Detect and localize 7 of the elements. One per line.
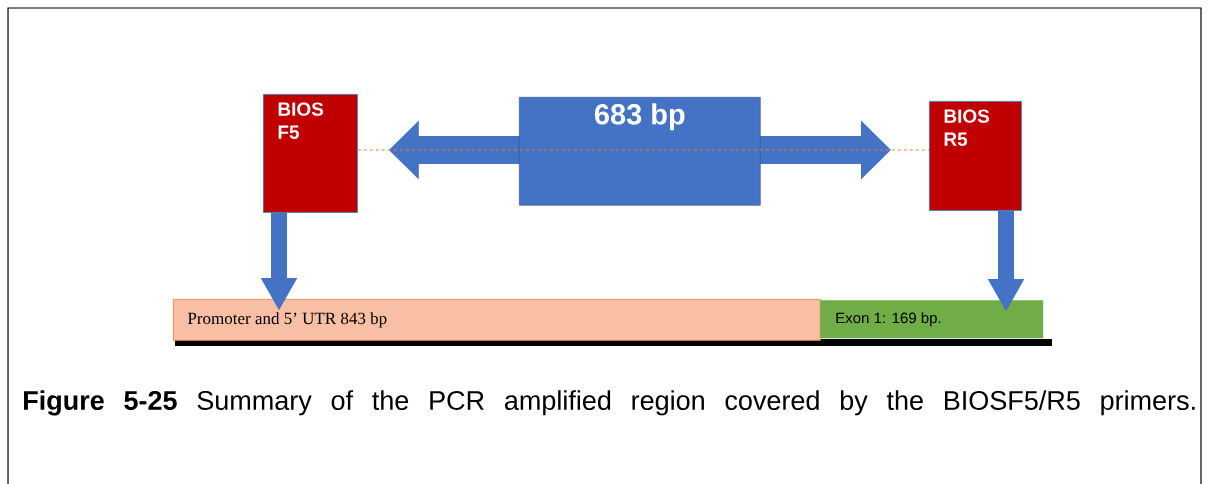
figure-caption: Figure 5-25 Summary of the PCR amplified region covered by the BIOSF5/R5 primers. [24, 390, 1195, 416]
primer-box: BIOS F5 [263, 94, 358, 213]
primer-box: BIOS R5 [929, 101, 1022, 211]
exon-band: Exon 1: 169 bp. [820, 300, 1044, 339]
edge-label: 683 bp [519, 97, 761, 206]
promoter-band: Promoter and 5’ UTR 843 bp [173, 299, 821, 341]
dashed-line [357, 149, 930, 151]
